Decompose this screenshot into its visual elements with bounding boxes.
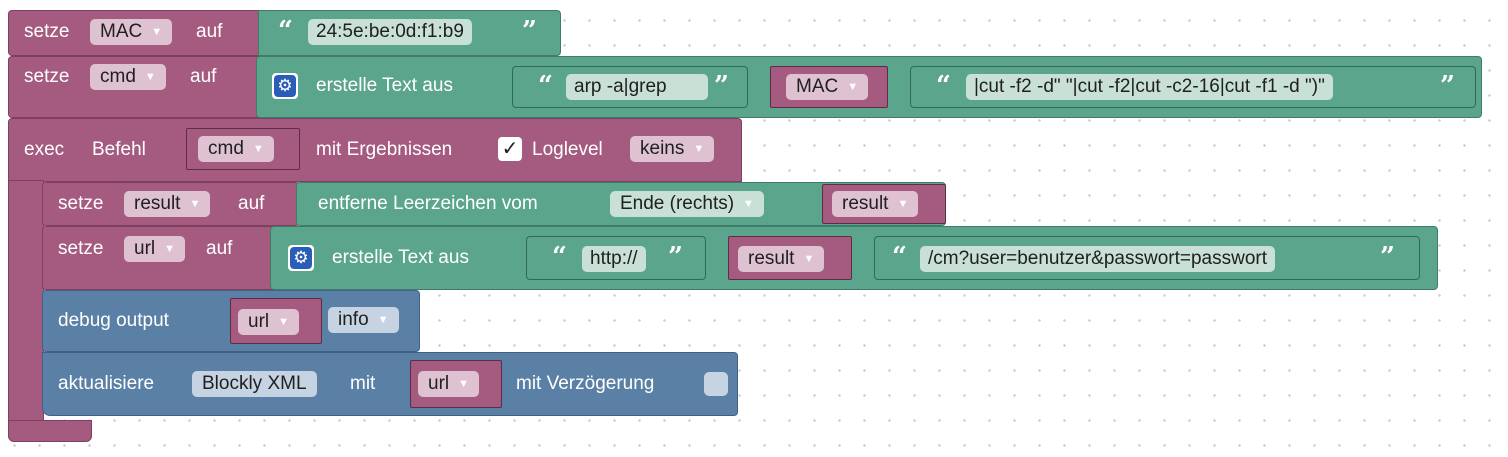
text-field-http[interactable]: http:// [582, 246, 646, 272]
chevron-down-icon: ▼ [278, 316, 290, 328]
variable-dropdown-url[interactable]: url ▼ [124, 236, 186, 262]
variable-dropdown-cmd[interactable]: cmd ▼ [198, 136, 274, 162]
text-field-arp[interactable]: arp -a|grep [566, 74, 708, 100]
text-field-mac-value[interactable]: 24:5e:be:0d:f1:b9 [308, 19, 472, 45]
chevron-down-icon: ▼ [693, 143, 705, 155]
gear-icon[interactable]: ⚙ [272, 73, 298, 99]
close-quote-icon: ” [714, 71, 729, 101]
variable-dropdown-result[interactable]: result ▼ [124, 191, 211, 217]
update-block[interactable] [42, 352, 738, 416]
exec-block-spine [8, 180, 44, 430]
checkbox-with-results[interactable]: ✓ [498, 137, 522, 161]
loglevel-label: Loglevel [532, 139, 603, 160]
auf-label: auf [190, 66, 217, 87]
variable-dropdown-url[interactable]: url ▼ [418, 371, 480, 397]
chevron-down-icon: ▼ [847, 81, 859, 93]
open-quote-icon: “ [552, 242, 567, 272]
trim-mode-dropdown[interactable]: Ende (rechts) ▼ [610, 191, 764, 217]
chevron-down-icon: ▼ [897, 198, 909, 210]
open-quote-icon: “ [538, 71, 553, 101]
variable-dropdown-mac[interactable]: MAC ▼ [786, 74, 869, 100]
open-quote-icon: “ [278, 16, 293, 46]
exec-label: exec [24, 139, 65, 160]
variable-dropdown-cmd[interactable]: cmd ▼ [90, 64, 166, 90]
gear-icon[interactable]: ⚙ [288, 245, 314, 271]
befehl-label: Befehl [92, 139, 146, 160]
setze-label: setze [58, 193, 104, 214]
text-field-path[interactable]: /cm?user=benutzer&passwort=passwort [920, 246, 1275, 272]
open-quote-icon: “ [892, 242, 907, 272]
open-quote-icon: “ [936, 71, 951, 101]
auf-label: auf [206, 238, 233, 259]
mit-label: mit [350, 373, 376, 394]
delay-checkbox[interactable] [704, 372, 728, 396]
update-label: aktualisiere [58, 373, 155, 394]
chevron-down-icon: ▼ [189, 198, 201, 210]
input-notch [250, 24, 258, 38]
variable-dropdown-url[interactable]: url ▼ [238, 309, 300, 335]
auf-label: auf [196, 21, 223, 42]
chevron-down-icon: ▼ [803, 253, 815, 265]
variable-dropdown-mac[interactable]: MAC ▼ [90, 19, 173, 45]
debug-output-label: debug output [58, 310, 169, 331]
update-target-field[interactable]: Blockly XML [192, 371, 317, 397]
setze-label: setze [58, 238, 104, 259]
setze-label: setze [24, 66, 70, 87]
chevron-down-icon: ▼ [458, 378, 470, 390]
chevron-down-icon: ▼ [151, 26, 163, 38]
variable-dropdown-result[interactable]: result ▼ [738, 246, 825, 272]
log-level-dropdown[interactable]: info ▼ [328, 307, 399, 333]
trim-label: entferne Leerzeichen vom [318, 193, 538, 214]
loglevel-dropdown[interactable]: keins ▼ [630, 136, 715, 162]
text-field-cut[interactable]: |cut -f2 -d" "|cut -f2|cut -c2-16|cut -f… [966, 74, 1333, 100]
exec-block[interactable] [8, 118, 742, 182]
close-quote-icon: ” [668, 242, 683, 272]
chevron-down-icon: ▼ [377, 314, 389, 326]
chevron-down-icon: ▼ [743, 198, 754, 210]
create-text-label: erstelle Text aus [316, 75, 453, 96]
exec-block-foot [8, 420, 92, 442]
mit-ergebnissen-label: mit Ergebnissen [316, 139, 453, 160]
setze-label: setze [24, 21, 70, 42]
variable-dropdown-result[interactable]: result ▼ [832, 191, 919, 217]
auf-label: auf [238, 193, 265, 214]
create-text-label: erstelle Text aus [332, 247, 469, 268]
close-quote-icon: ” [1380, 242, 1395, 272]
text-literal-block[interactable] [526, 236, 706, 280]
close-quote-icon: ” [522, 16, 537, 46]
chevron-down-icon: ▼ [144, 71, 156, 83]
delay-label: mit Verzögerung [516, 373, 655, 394]
close-quote-icon: ” [1440, 71, 1455, 101]
chevron-down-icon: ▼ [252, 143, 264, 155]
chevron-down-icon: ▼ [164, 243, 176, 255]
